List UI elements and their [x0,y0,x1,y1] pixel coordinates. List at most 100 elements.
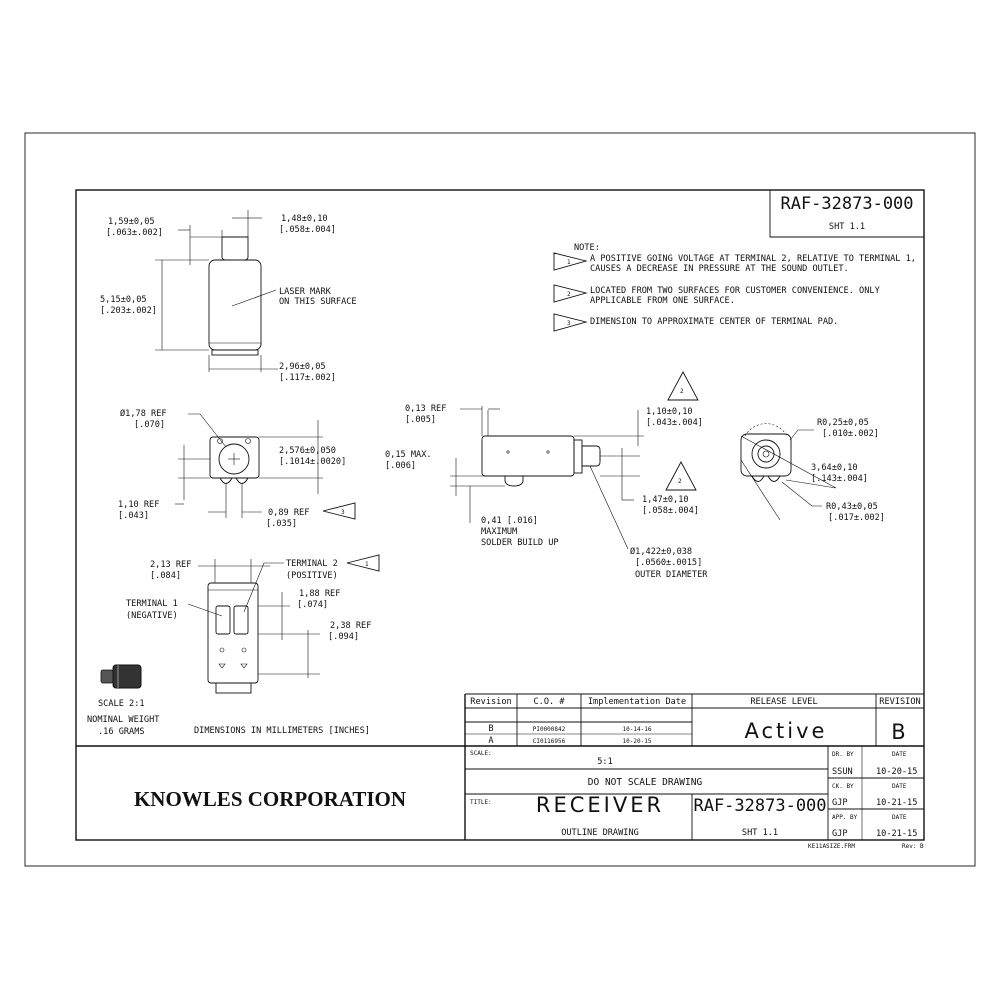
dim-r0-25: R0,25±0,05 [817,418,869,428]
units-note: DIMENSIONS IN MILLIMETERS [INCHES] [194,726,370,736]
nominal-weight-value: .16 GRAMS [98,727,145,737]
note-2-line-2: APPLICABLE FROM ONE SURFACE. [590,296,735,306]
rev-header-co: C.O. # [533,697,565,707]
company-name: KNOWLES CORPORATION [134,787,406,811]
dim-2-576: 2,576±0,050 [279,446,336,456]
dim-dia-1-78: Ø1,78 REF [120,408,167,419]
dim-3-64-in: [.143±.004] [811,474,868,484]
view-front-center: 0,13 REF [.005] 0,15 MAX. [.006] 0,41 [.… [385,371,708,580]
dr-by-value: SSUN [832,767,853,777]
dim-3-64: 3,64±0,10 [811,463,858,473]
terminal-2-label-b: (POSITIVE) [286,571,338,581]
dim-1-59: 1,59±0,05 [108,217,155,227]
dr-date-label: DATE [892,751,907,758]
flag-1-marker [346,554,380,572]
dr-date-value: 10-20-15 [876,767,917,777]
laser-mark-line-1: LASER MARK [279,287,332,297]
release-level-label: RELEASE LEVEL [750,697,817,707]
drawing-subtitle: OUTLINE DRAWING [561,828,639,838]
outlet-tube-inner [757,445,775,463]
note-flag-2-number: 2 [567,291,571,298]
note-flag-1 [553,252,588,271]
dim-2-38-ref-in: [.094] [328,632,359,642]
release-level-value: Active [745,719,828,743]
flag-2-marker-top [667,371,699,401]
rev-row-1-date: 10-14-16 [623,726,652,733]
ck-by-value: GJP [832,798,848,808]
dim-1-10-ref: 1,10 REF [118,500,159,510]
do-not-scale: DO NOT SCALE DRAWING [588,777,703,788]
terminal-1-pad [215,605,231,635]
note-1-line-1: A POSITIVE GOING VOLTAGE AT TERMINAL 2, … [590,254,916,264]
dim-5-15-in: [.203±.002] [100,306,157,316]
template-file: KE11ASIZE.FRM [808,843,855,850]
app-by-value: GJP [832,829,848,839]
ck-date-value: 10-21-15 [876,798,917,808]
dim-2-38-ref: 2,38 REF [330,621,371,631]
dim-dia-1-422-od: OUTER DIAMETER [635,570,708,580]
revision-label: REVISION [879,697,920,707]
scale-2-1-label: SCALE 2:1 [98,699,145,709]
dr-by-label: DR. BY [832,751,854,758]
note-flag-3 [553,313,588,332]
app-by-label: APP. BY [832,814,858,821]
nominal-weight: NOMINAL WEIGHT [87,715,159,725]
app-date-value: 10-21-15 [876,829,917,839]
flag-2-marker-top-number: 2 [680,388,684,395]
scale-2-1-receiver-icon [100,664,142,689]
dim-1-48-in: [.058±.004] [279,225,336,235]
rev-row-2-rev: A [488,736,494,746]
dim-0-13-ref-in: [.005] [405,415,436,425]
rev-row-2-date: 10-20-15 [623,738,652,745]
dim-2-96-in: [.117±.002] [279,373,336,383]
ck-by-label: CK. BY [832,783,854,790]
dim-1-10-in: [.043±.004] [646,418,703,428]
dim-1-10: 1,10±0,10 [646,407,693,417]
drawing-title: RECEIVER [536,793,664,817]
dim-0-41-solder: SOLDER BUILD UP [481,538,559,548]
rev-header-revision: Revision [470,697,511,707]
dim-1-47: 1,47±0,10 [642,495,689,505]
flag-3-marker-number: 3 [341,509,345,516]
dim-1-88-ref: 1,88 REF [299,589,340,599]
top-doc-box: RAF-32873-000 SHT 1.1 [769,190,924,238]
dim-1-59-in: [.063±.002] [106,228,163,238]
view-side-top-left: 1,48±0,10 [.058±.004] 1,59±0,05 [.063±.0… [100,210,357,383]
flag-2-marker-bottom [665,461,697,491]
view-end-mid-left: Ø1,78 REF [.070] 2,576±0,050 [.1014±.002… [118,408,356,529]
template-rev: Rev: B [902,843,924,850]
app-date-label: DATE [892,814,907,821]
dim-dia-1-422: Ø1,422±0,038 [630,546,692,557]
dim-r0-25-in: [.010±.002] [822,429,879,439]
terminal-2-pad [233,605,249,635]
dim-dia-1-78-in: [.070] [134,420,165,430]
dim-r0-43-in: [.017±.002] [828,513,885,523]
dim-5-15: 5,15±0,05 [100,295,147,305]
dim-2-576-in: [.1014±.0020] [279,457,346,467]
sound-outlet-circle [218,443,250,475]
rev-header-date: Implementation Date [588,697,686,707]
rev-row-2-co: CI0116956 [533,738,566,745]
dim-0-89-ref-in: [.035] [266,519,297,529]
scale-value: 5:1 [597,757,613,767]
note-3-line-1: DIMENSION TO APPROXIMATE CENTER OF TERMI… [590,317,838,327]
note-1-line-2: CAUSES A DECREASE IN PRESSURE AT THE SOU… [590,264,849,274]
terminal-2-label: TERMINAL 2 [286,559,338,569]
rev-row-1-co: PI0000842 [533,726,566,733]
drawing-border [75,189,925,841]
dim-2-13-ref-in: [.084] [150,571,181,581]
dim-1-88-ref-in: [.074] [297,600,328,610]
dim-1-10-ref-in: [.043] [118,511,149,521]
dim-0-13-ref: 0,13 REF [405,404,446,414]
notes-header: NOTE: [574,243,600,253]
flag-3-marker [322,502,356,520]
laser-mark-line-2: ON THIS SURFACE [279,297,357,307]
flag-1-marker-number: 1 [365,561,369,568]
note-flag-3-number: 3 [567,320,571,327]
note-flag-2 [553,284,588,303]
dim-1-48: 1,48±0,10 [281,214,328,224]
dim-0-41-max: MAXIMUM [481,527,517,537]
dim-r0-43: R0,43±0,05 [826,502,878,512]
dim-0-15-max: 0,15 MAX. [385,450,432,460]
